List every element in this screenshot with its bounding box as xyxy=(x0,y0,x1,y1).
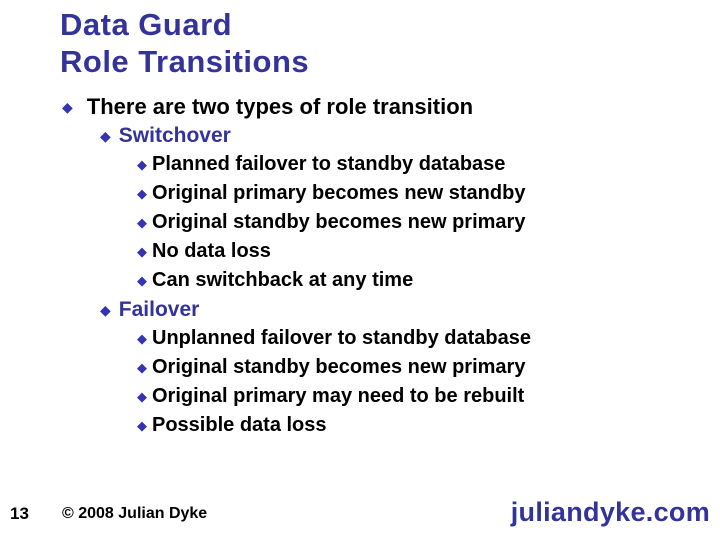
bullet-text: Original primary may need to be rebuilt xyxy=(152,385,525,407)
diamond-bullet-icon: ◆ xyxy=(137,331,147,346)
bullet-text: Switchover xyxy=(118,123,231,147)
bullet-text: Original standby becomes new primary xyxy=(152,211,526,233)
slide-page-number: 13 xyxy=(10,504,29,523)
diamond-bullet-icon: ◆ xyxy=(137,360,147,375)
copyright-text: © 2008 Julian Dyke xyxy=(62,505,208,522)
diamond-bullet-icon: ◆ xyxy=(100,127,111,144)
diamond-bullet-icon: ◆ xyxy=(137,186,147,201)
bullet-text: Planned failover to standby database xyxy=(152,153,506,175)
diamond-bullet-icon: ◆ xyxy=(137,215,147,230)
bullet-text: Unplanned failover to standby database xyxy=(152,327,531,349)
bullet-item: ◆ Original standby becomes new primary xyxy=(137,353,720,382)
bullet-text: Possible data loss xyxy=(152,414,327,436)
diamond-bullet-icon: ◆ xyxy=(100,301,111,318)
bullet-item: ◆ There are two types of role transition xyxy=(62,92,720,121)
bullet-item: ◆ Planned failover to standby database xyxy=(137,150,720,179)
diamond-bullet-icon: ◆ xyxy=(137,418,147,433)
bullet-text: There are two types of role transition xyxy=(86,93,474,119)
bullet-list: ◆ There are two types of role transition… xyxy=(0,92,720,440)
bullet-item: ◆ Original primary becomes new standby xyxy=(137,179,720,208)
diamond-bullet-icon: ◆ xyxy=(137,244,147,259)
bullet-item: ◆ No data loss xyxy=(137,237,720,266)
bullet-item: ◆ Can switchback at any time xyxy=(137,266,720,295)
bullet-item: ◆ Switchover xyxy=(100,121,720,150)
bullet-item: ◆ Possible data loss xyxy=(137,411,720,440)
diamond-bullet-icon: ◆ xyxy=(137,157,147,172)
bullet-text: Failover xyxy=(118,297,200,321)
slide-title-line2: Role Transitions xyxy=(60,44,310,79)
bullet-text: Original primary becomes new standby xyxy=(152,182,526,204)
bullet-item: ◆ Failover xyxy=(100,295,720,324)
bullet-text: Original standby becomes new primary xyxy=(152,356,526,378)
bullet-item: ◆ Original standby becomes new primary xyxy=(137,208,720,237)
website-link[interactable]: juliandyke.com xyxy=(510,497,710,527)
bullet-item: ◆ Original primary may need to be rebuil… xyxy=(137,382,720,411)
bullet-text: Can switchback at any time xyxy=(152,269,414,291)
slide-title: Data Guard Role Transitions xyxy=(60,6,309,80)
diamond-bullet-icon: ◆ xyxy=(62,98,73,115)
bullet-item: ◆ Unplanned failover to standby database xyxy=(137,324,720,353)
bullet-text: No data loss xyxy=(152,240,271,262)
diamond-bullet-icon: ◆ xyxy=(137,273,147,288)
slide-title-line1: Data Guard xyxy=(60,7,233,42)
diamond-bullet-icon: ◆ xyxy=(137,389,147,404)
